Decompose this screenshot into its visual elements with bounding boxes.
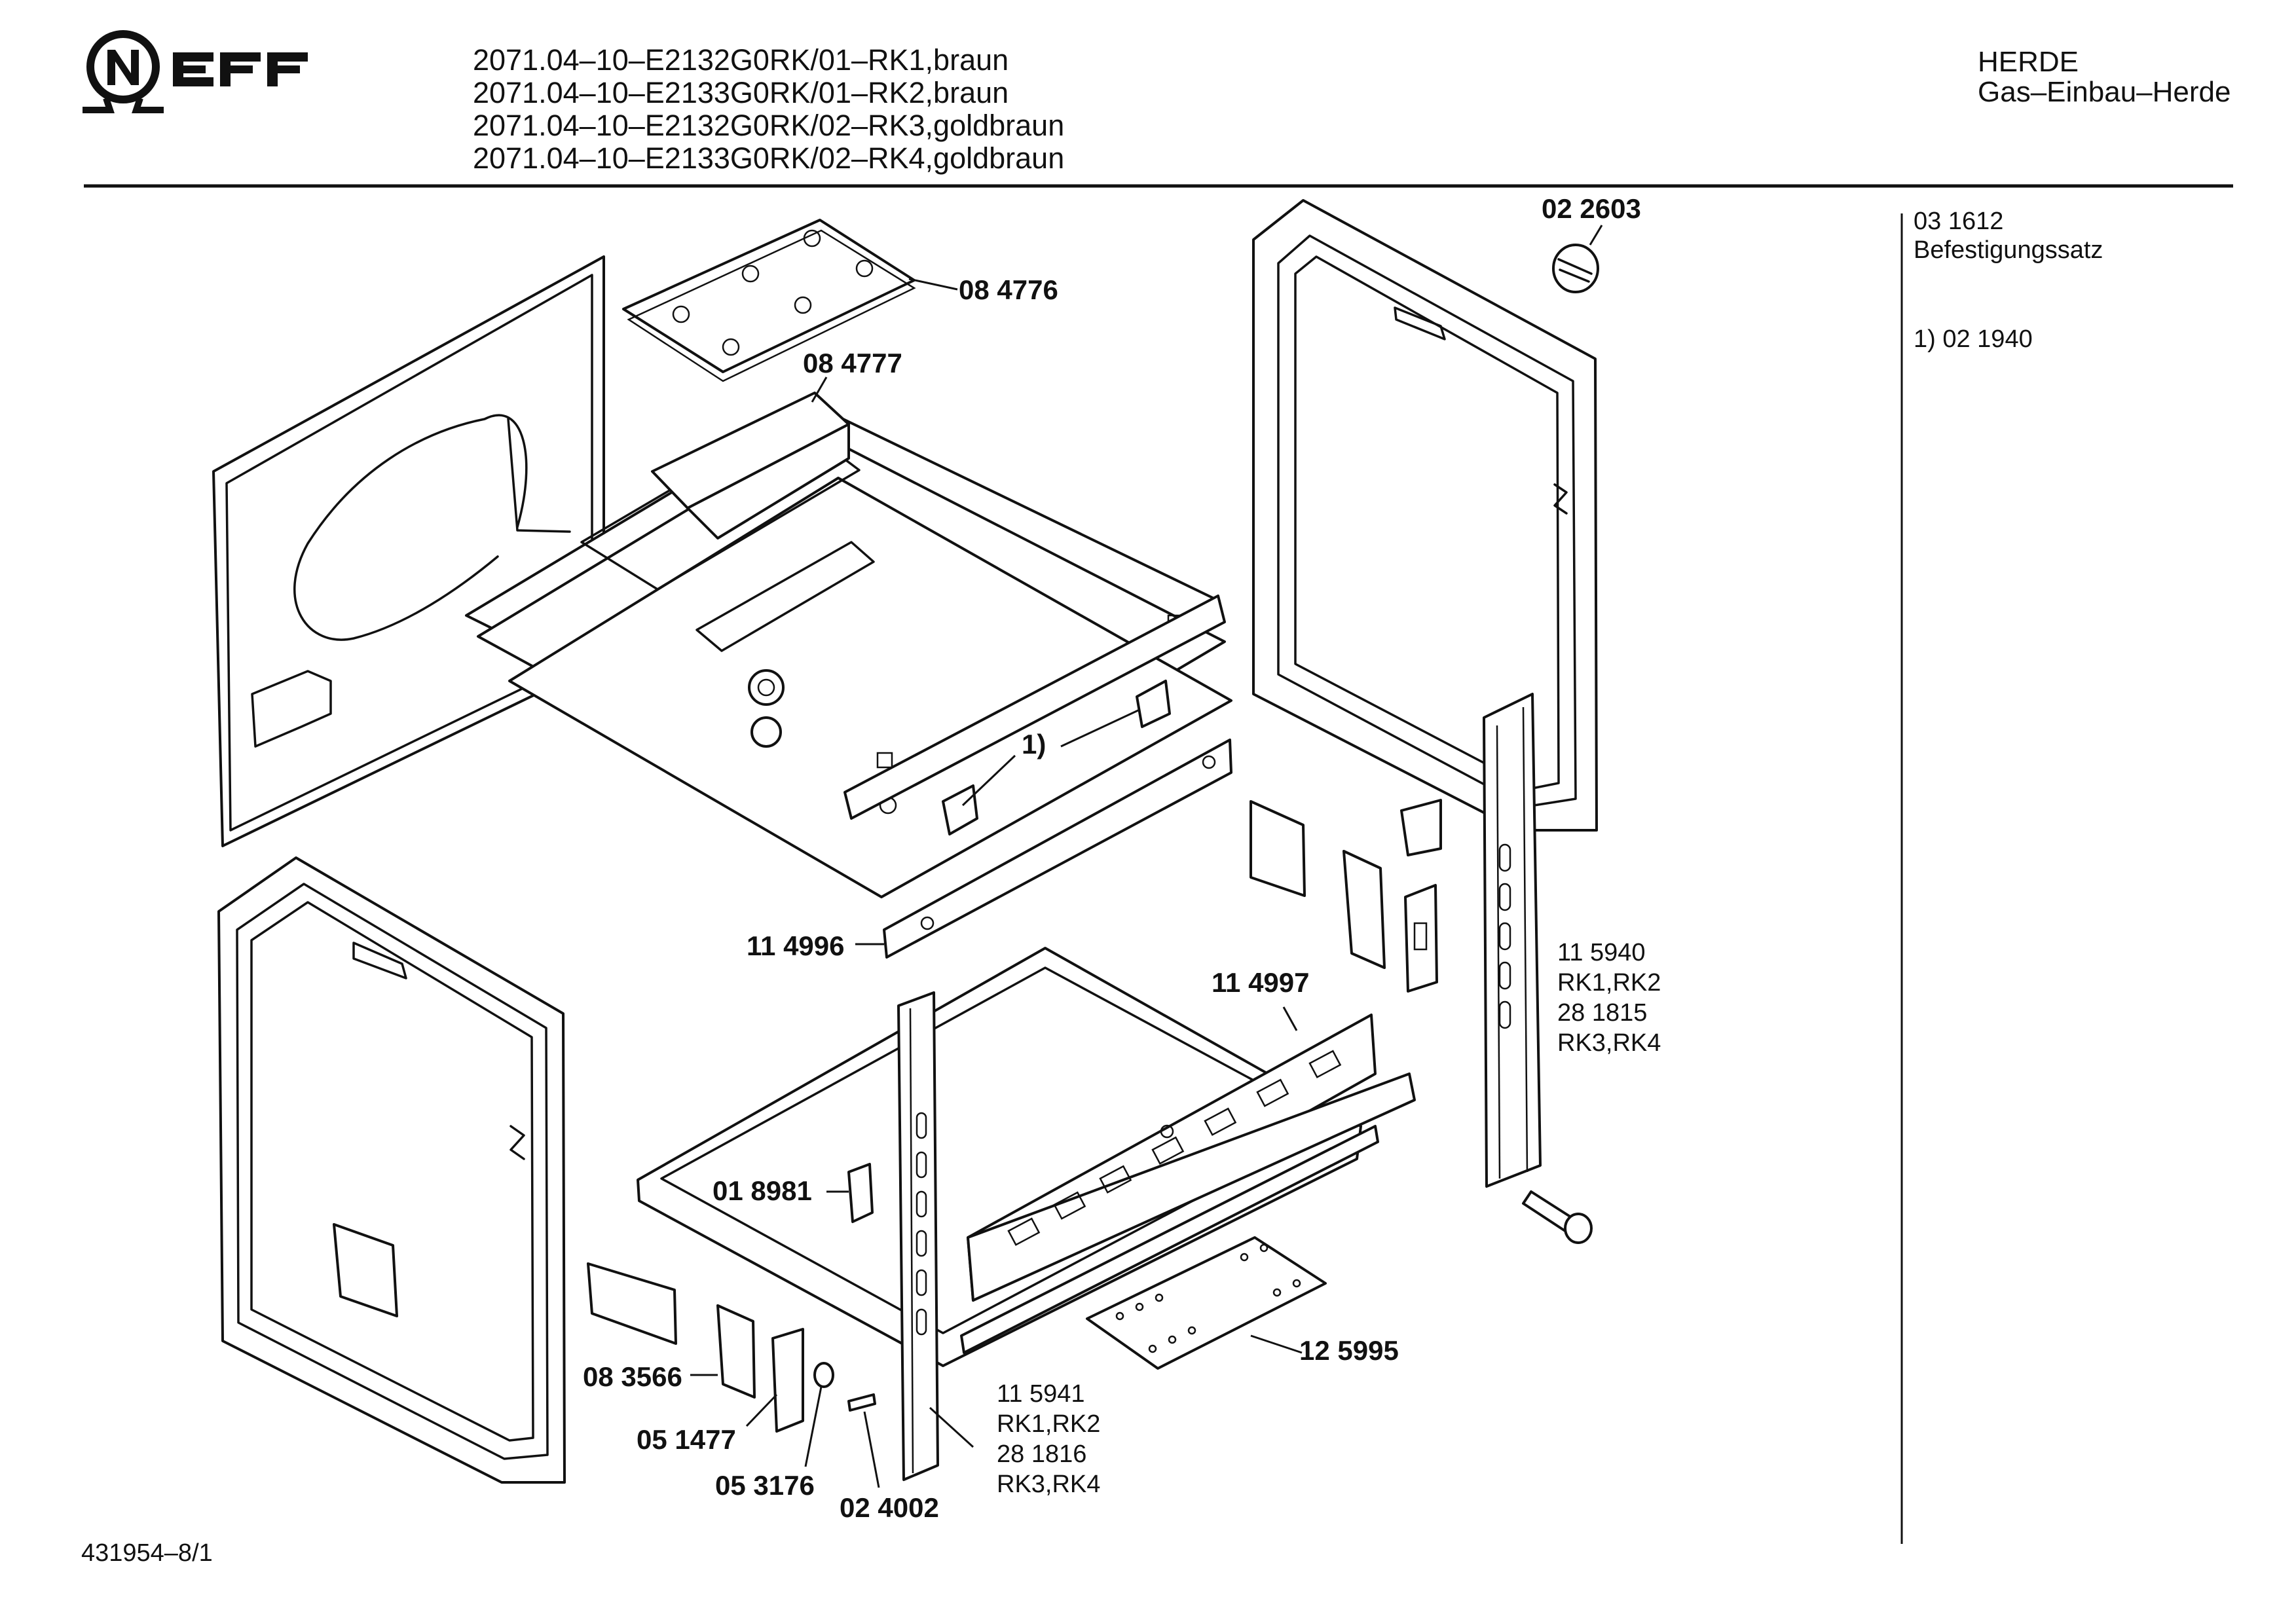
- label-114997: 11 4997: [1212, 967, 1310, 998]
- front-strip: [855, 740, 1231, 957]
- label-024002: 02 4002: [840, 1492, 939, 1523]
- door-frame-left: [219, 858, 565, 1482]
- door-frame-right: [1253, 200, 1597, 830]
- label-084777: 08 4777: [803, 348, 902, 378]
- cap-022603: [1553, 225, 1602, 292]
- label-051477: 05 1477: [637, 1424, 736, 1455]
- neff-logo: [77, 26, 352, 121]
- hinge-parts-left: [588, 1164, 879, 1488]
- side-rail-right: [1484, 694, 1540, 1186]
- label-rail-left-1: 11 5941: [997, 1380, 1085, 1408]
- perforated-plate: [1087, 1237, 1325, 1368]
- drawing-number: 431954–8/1: [81, 1539, 213, 1567]
- fixing-brackets: [845, 596, 1225, 834]
- leader-084776: [909, 279, 957, 289]
- model-line-1: 2071.04–10–E2132G0RK/01–RK1,braun: [473, 43, 1009, 77]
- label-ref-1: 1): [1022, 729, 1046, 760]
- label-rail-left-4: RK3,RK4: [997, 1471, 1101, 1498]
- top-plate: [623, 220, 914, 381]
- kit-name: Befestigungssatz: [1914, 236, 2103, 264]
- leader-114997: [1284, 1007, 1297, 1031]
- label-rail-left-3: 28 1816: [997, 1440, 1087, 1468]
- kit-number: 03 1612: [1914, 208, 2004, 235]
- label-125995: 12 5995: [1299, 1335, 1399, 1366]
- side-rail-left: [898, 993, 973, 1480]
- screw-right: [1523, 1192, 1591, 1243]
- label-rail-right-1: 11 5940: [1557, 939, 1646, 966]
- hinge-parts-right: [1251, 800, 1441, 991]
- model-line-4: 2071.04–10–E2133G0RK/02–RK4,goldbraun: [473, 141, 1065, 175]
- subcategory-title: Gas–Einbau–Herde: [1978, 76, 2231, 108]
- label-rail-left-2: RK1,RK2: [997, 1410, 1101, 1438]
- label-083566: 08 3566: [583, 1361, 682, 1392]
- rear-panel: [213, 257, 604, 846]
- label-rail-right-4: RK3,RK4: [1557, 1029, 1661, 1057]
- label-053176: 05 3176: [715, 1470, 815, 1501]
- label-022603: 02 2603: [1542, 193, 1641, 224]
- model-line-2: 2071.04–10–E2133G0RK/01–RK2,braun: [473, 76, 1009, 109]
- label-rail-right-2: RK1,RK2: [1557, 969, 1661, 997]
- label-018981: 01 8981: [713, 1175, 812, 1206]
- label-rail-right-3: 28 1815: [1557, 999, 1648, 1027]
- model-line-3: 2071.04–10–E2132G0RK/02–RK3,goldbraun: [473, 109, 1065, 142]
- footnote: 1) 02 1940: [1914, 325, 2033, 353]
- category-title: HERDE: [1978, 46, 2079, 78]
- label-084776: 08 4776: [959, 274, 1058, 305]
- leader-084777: [812, 377, 826, 402]
- label-114996: 11 4996: [747, 930, 845, 961]
- rear-grille: [961, 1015, 1415, 1353]
